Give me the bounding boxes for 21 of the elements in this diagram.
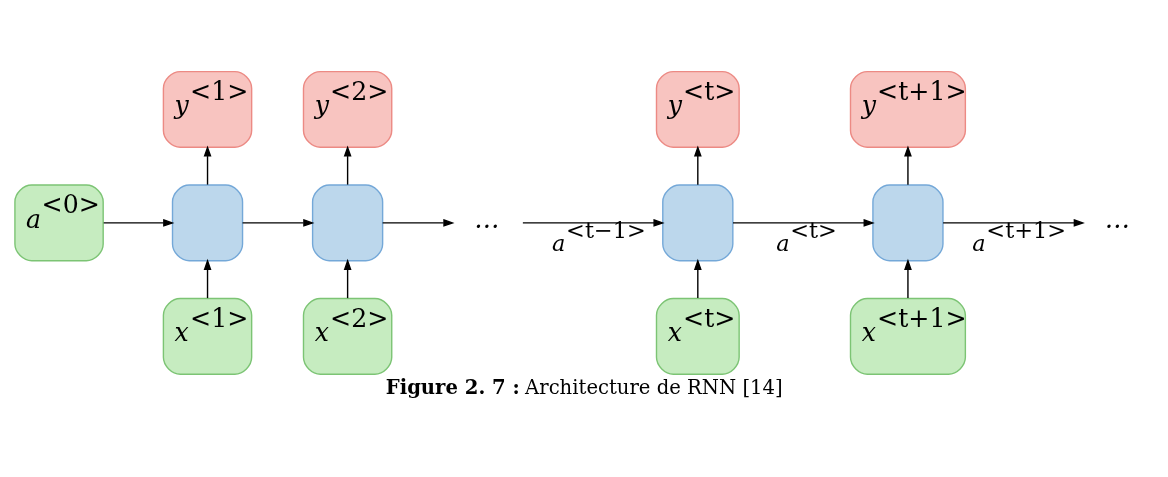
- node-text: …: [1104, 204, 1130, 234]
- arrow: [343, 144, 352, 185]
- arrow: [693, 258, 702, 299]
- arrow: [904, 144, 912, 185]
- node-box: [662, 183, 734, 261]
- node-box: [872, 183, 944, 261]
- arrow: [732, 218, 875, 227]
- arrow: [203, 258, 212, 299]
- arrow: [693, 144, 702, 185]
- node-box: [171, 183, 244, 261]
- arrow: [241, 218, 315, 227]
- node-box: [311, 183, 384, 261]
- arrow: [343, 258, 352, 299]
- arrow: [203, 144, 212, 185]
- caption: Figure 2. 7 : Architecture de RNN [14]: [385, 375, 783, 399]
- arrow: [904, 258, 912, 299]
- arrow: [522, 218, 665, 227]
- arrow: [942, 218, 1085, 227]
- arrow: [381, 218, 455, 227]
- arrow: [103, 218, 175, 227]
- node-text: …: [474, 204, 500, 234]
